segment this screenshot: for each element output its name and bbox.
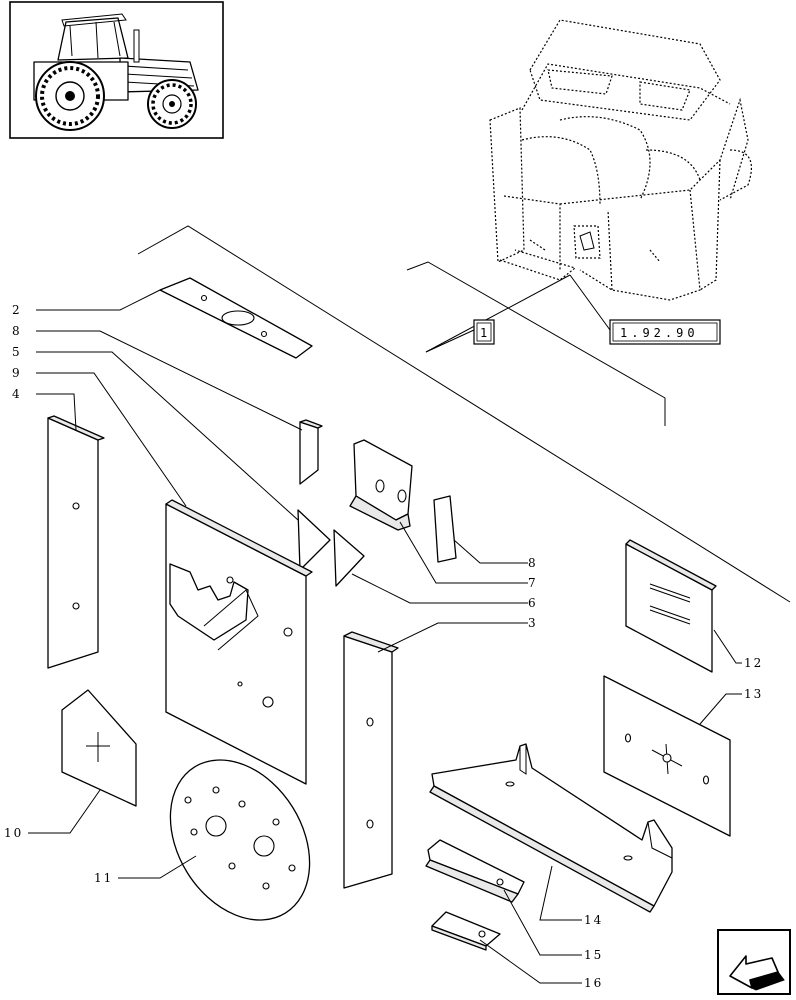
next-page-arrow-icon[interactable] xyxy=(717,929,791,995)
callout-16: 16 xyxy=(584,976,603,990)
part-3-strip xyxy=(343,631,399,889)
callout-12: 12 xyxy=(744,656,763,670)
part-2-plate xyxy=(159,277,313,359)
callout-7: 7 xyxy=(528,576,538,590)
tractor-thumbnail-icon xyxy=(9,1,224,139)
callout-leader-lines xyxy=(28,289,742,984)
cab-reference-label: 1.92.90 xyxy=(620,326,699,340)
callout-4: 4 xyxy=(12,387,22,401)
callout-10: 10 xyxy=(4,826,23,840)
part-5-triangle xyxy=(297,509,331,571)
callout-14: 14 xyxy=(584,913,603,927)
part-4-strip xyxy=(47,415,105,669)
part-15-bracket xyxy=(425,839,525,903)
callout-9: 9 xyxy=(12,366,22,380)
cab-frame-illustration xyxy=(489,19,752,301)
part-7-bracket xyxy=(349,439,413,531)
part-10-plate xyxy=(61,689,137,807)
callout-2: 2 xyxy=(12,303,22,317)
callout-labels: 2 8 5 9 4 8 7 6 3 12 13 10 11 14 15 16 xyxy=(4,303,763,990)
reference-box-label: 1 xyxy=(480,326,491,340)
callout-6: 6 xyxy=(528,596,538,610)
part-14-bracket xyxy=(429,743,673,913)
part-11-oval-plate xyxy=(169,759,311,921)
callout-5: 5 xyxy=(12,345,22,359)
callout-3: 3 xyxy=(528,616,538,630)
part-12-plate xyxy=(625,539,717,673)
part-8-right-plate xyxy=(433,495,457,563)
callout-8-right: 8 xyxy=(528,556,538,570)
callout-15: 15 xyxy=(584,948,603,962)
part-8-upper-wedge xyxy=(299,419,323,485)
part-6-triangle xyxy=(333,529,365,587)
part-16-plate xyxy=(431,911,501,951)
callout-11: 11 xyxy=(94,871,113,885)
callout-8-upper: 8 xyxy=(12,324,22,338)
part-13-plate xyxy=(603,675,731,837)
part-9-panel xyxy=(165,499,313,785)
cab-reference-box: 1.92.90 xyxy=(609,319,721,345)
callout-13: 13 xyxy=(744,687,763,701)
reference-box-1: 1 xyxy=(473,319,495,345)
assembly-leader-lines xyxy=(137,225,791,603)
